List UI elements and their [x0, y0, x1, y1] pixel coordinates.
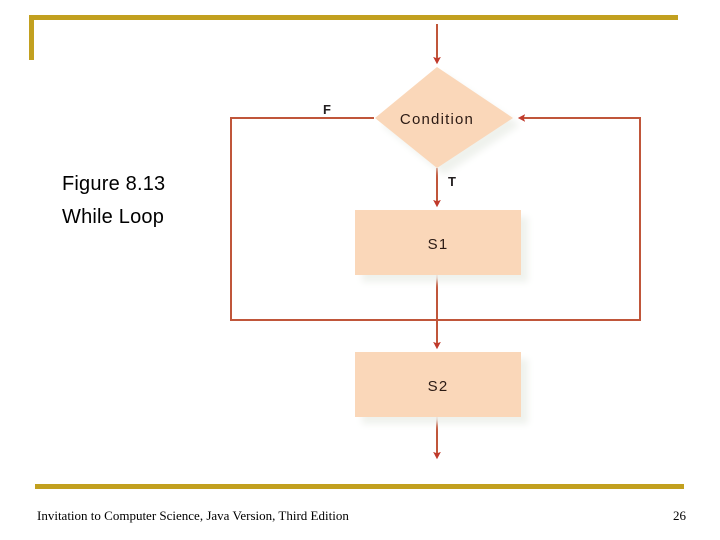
footer-page-number: 26 [673, 508, 686, 523]
node-condition-label: Condition [400, 111, 474, 128]
edge-s1-loopback-to-condition [436, 114, 641, 321]
node-condition [375, 67, 513, 168]
gold-top-bar-decoration [29, 15, 678, 20]
figure-caption-line-1: Figure 8.13 [62, 173, 166, 195]
figure-caption: Figure 8.13 While Loop [62, 168, 292, 234]
footer-source-text: Invitation to Computer Science, Java Ver… [37, 508, 349, 523]
gold-bottom-divider [35, 484, 684, 489]
node-s1-label: S1 [428, 236, 449, 253]
node-s2-label: S2 [428, 378, 449, 395]
node-s1 [355, 210, 521, 275]
node-s2 [355, 352, 521, 417]
edge-condition-false-to-s2 [230, 117, 441, 350]
branch-label-false: F [323, 102, 331, 117]
figure-caption-line-2: While Loop [62, 206, 165, 228]
gold-left-stem-decoration [29, 15, 34, 60]
branch-label-true: T [448, 174, 456, 189]
